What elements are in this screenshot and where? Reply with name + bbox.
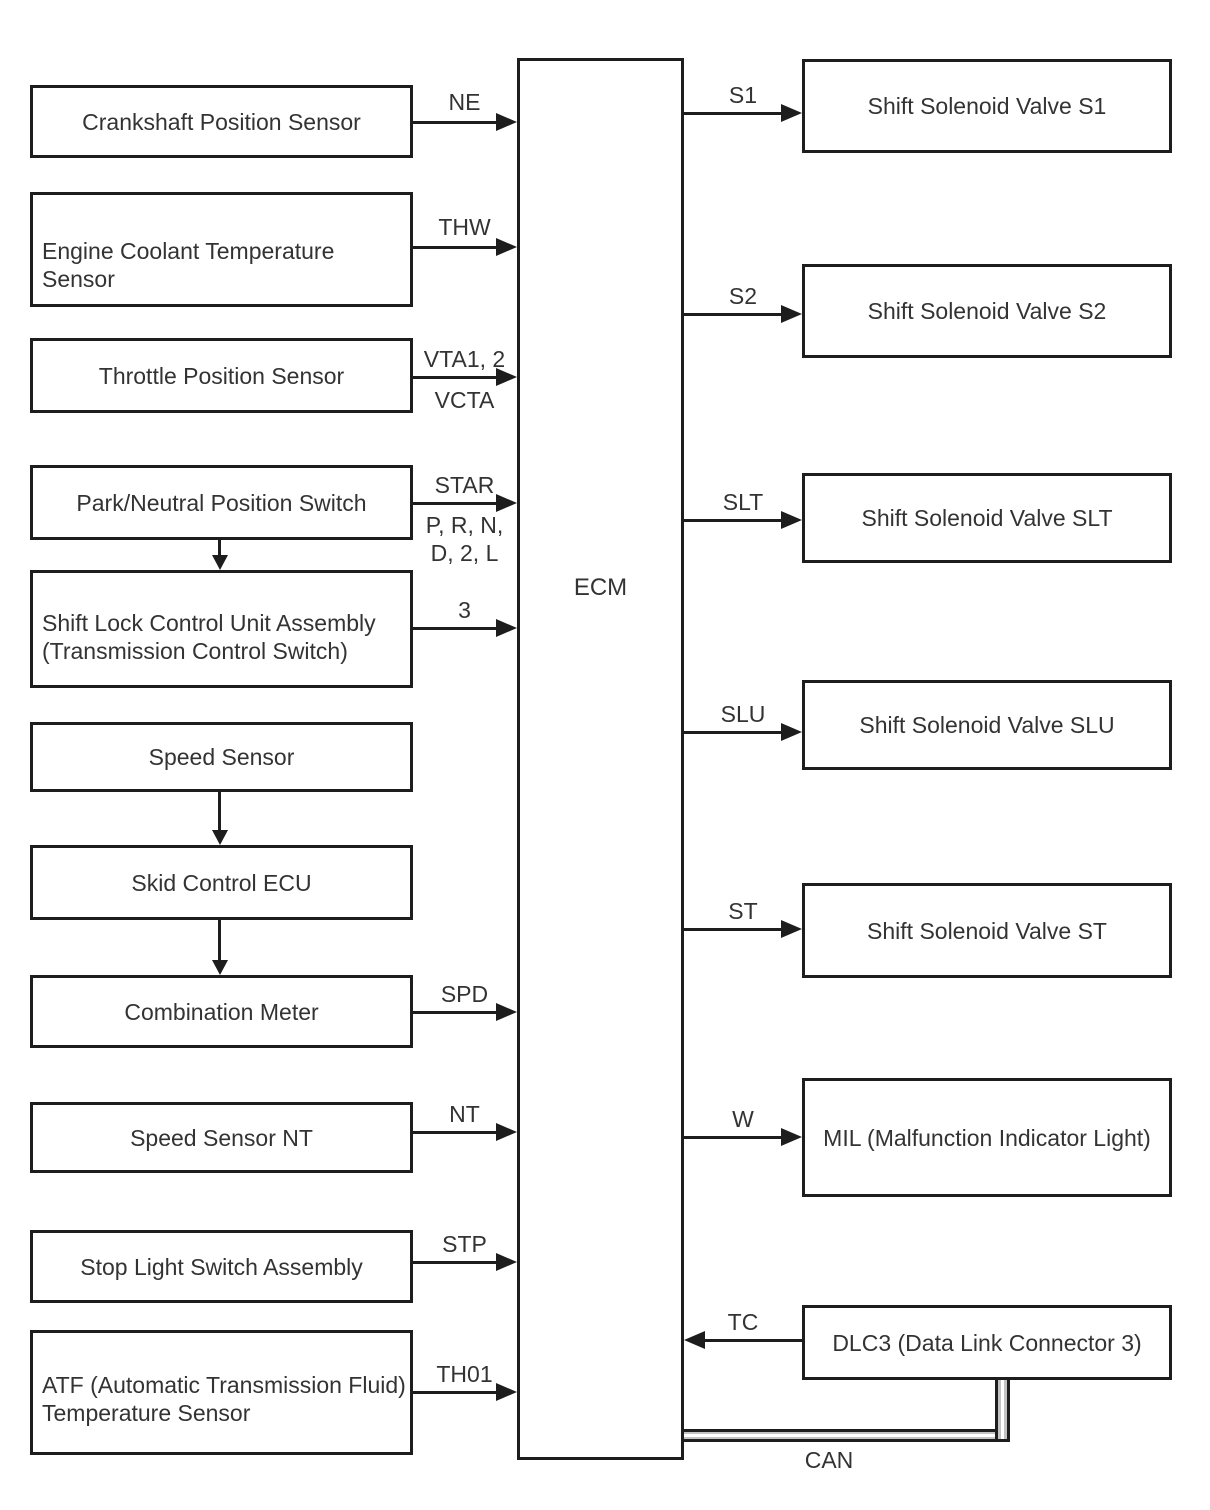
arrow-3-head <box>496 619 517 637</box>
node-label: Combination Meter <box>124 998 319 1025</box>
node-label: Throttle Position Sensor <box>98 362 345 389</box>
arrow-nt-line <box>412 1131 498 1134</box>
signal-label-star: STAR <box>434 472 495 498</box>
arrow-stp-head <box>496 1253 517 1271</box>
signal-label-s1: S1 <box>728 82 758 108</box>
arrow-vta-head <box>496 368 517 386</box>
flow-arrow-skid-to-meter-head <box>212 960 228 975</box>
signal-label-vta12: VTA1, 2 <box>423 346 506 372</box>
signal-label-stp: STP <box>442 1231 487 1257</box>
arrow-spd-head <box>496 1003 517 1021</box>
arrow-slu-head <box>781 723 802 741</box>
node-label: Shift Solenoid Valve S2 <box>867 298 1107 324</box>
node-ecm <box>517 58 684 1460</box>
node-dlc3-data-link-connector: DLC3 (Data Link Connector 3) <box>802 1305 1172 1380</box>
node-label: Speed Sensor <box>148 744 295 770</box>
node-label: Shift Lock Control Unit Assembly (Transm… <box>42 610 376 664</box>
node-label: Stop Light Switch Assembly <box>80 1253 363 1280</box>
signal-label-3: 3 <box>458 597 471 623</box>
arrow-w-head <box>781 1128 802 1146</box>
flow-arrow-speed-to-skid-line <box>218 792 221 831</box>
arrow-star-head <box>496 494 517 512</box>
arrow-s1-head <box>781 104 802 122</box>
signal-label-tc: TC <box>727 1309 759 1335</box>
node-skid-control-ecu: Skid Control ECU <box>30 845 413 920</box>
arrow-nt-head <box>496 1123 517 1141</box>
node-label: Shift Solenoid Valve SLT <box>861 505 1113 531</box>
flow-arrow-pnp-to-shiftlock-head <box>212 555 228 570</box>
node-label: Engine Coolant Temperature Sensor <box>42 238 335 292</box>
node-stop-light-switch-assembly: Stop Light Switch Assembly <box>30 1230 413 1303</box>
can-bus-corner <box>995 1439 1010 1442</box>
node-label: MIL (Malfunction Indicator Light) <box>823 1124 1151 1151</box>
arrow-th01-line <box>412 1391 498 1394</box>
node-shift-solenoid-valve-s2: Shift Solenoid Valve S2 <box>802 264 1172 358</box>
can-bus-horizontal <box>684 1429 1010 1442</box>
arrow-3-line <box>412 627 498 630</box>
signal-label-st: ST <box>728 898 758 924</box>
node-speed-sensor: Speed Sensor <box>30 722 413 792</box>
arrow-thw-line <box>412 246 498 249</box>
node-shift-solenoid-valve-st: Shift Solenoid Valve ST <box>802 883 1172 978</box>
arrow-s1-line <box>684 112 782 115</box>
flow-arrow-pnp-to-shiftlock-line <box>218 540 221 556</box>
arrow-st-head <box>781 920 802 938</box>
signal-label-prndl: P, R, N, D, 2, L <box>425 512 504 566</box>
arrow-s2-head <box>781 305 802 323</box>
node-label: Skid Control ECU <box>131 869 312 896</box>
arrow-tc-head <box>684 1331 705 1349</box>
node-label: Crankshaft Position Sensor <box>82 108 361 135</box>
node-throttle-position-sensor: Throttle Position Sensor <box>30 338 413 413</box>
arrow-vta-line <box>412 376 498 379</box>
arrow-spd-line <box>412 1011 498 1014</box>
arrow-ne-head <box>496 113 517 131</box>
signal-label-vcta: VCTA <box>434 387 495 413</box>
arrow-st-line <box>684 928 782 931</box>
node-label: Shift Solenoid Valve S1 <box>867 93 1107 119</box>
can-bus-vertical <box>995 1380 1010 1442</box>
signal-label-slt: SLT <box>722 489 764 515</box>
arrow-ne-line <box>412 121 498 124</box>
node-shift-solenoid-valve-s1: Shift Solenoid Valve S1 <box>802 59 1172 153</box>
node-engine-coolant-temperature-sensor: Engine Coolant Temperature Sensor <box>30 192 413 307</box>
node-mil-malfunction-indicator-light: MIL (Malfunction Indicator Light) <box>802 1078 1172 1197</box>
node-label: ATF (Automatic Transmission Fluid) Tempe… <box>42 1372 406 1426</box>
arrow-thw-head <box>496 238 517 256</box>
arrow-th01-head <box>496 1383 517 1401</box>
flow-arrow-skid-to-meter-line <box>218 920 221 961</box>
node-crankshaft-position-sensor: Crankshaft Position Sensor <box>30 85 413 158</box>
signal-label-ne: NE <box>448 89 481 115</box>
signal-label-spd: SPD <box>440 981 489 1007</box>
node-label: DLC3 (Data Link Connector 3) <box>832 1329 1142 1356</box>
node-label: Park/Neutral Position Switch <box>76 489 367 516</box>
arrow-slt-head <box>781 511 802 529</box>
node-shift-lock-control-unit-assembly: Shift Lock Control Unit Assembly (Transm… <box>30 570 413 688</box>
signal-label-nt: NT <box>449 1101 480 1127</box>
node-label: Shift Solenoid Valve SLU <box>859 712 1115 738</box>
signal-label-slu: SLU <box>720 701 766 727</box>
arrow-w-line <box>684 1136 782 1139</box>
node-speed-sensor-nt: Speed Sensor NT <box>30 1102 413 1173</box>
flow-arrow-speed-to-skid-head <box>212 830 228 845</box>
arrow-stp-line <box>412 1261 498 1264</box>
node-shift-solenoid-valve-slu: Shift Solenoid Valve SLU <box>802 680 1172 770</box>
arrow-star-line <box>412 502 498 505</box>
node-shift-solenoid-valve-slt: Shift Solenoid Valve SLT <box>802 473 1172 563</box>
arrow-slt-line <box>684 519 782 522</box>
node-park-neutral-position-switch: Park/Neutral Position Switch <box>30 465 413 540</box>
arrow-s2-line <box>684 313 782 316</box>
node-atf-temperature-sensor: ATF (Automatic Transmission Fluid) Tempe… <box>30 1330 413 1455</box>
node-label: Shift Solenoid Valve ST <box>867 917 1107 944</box>
signal-label-s2: S2 <box>728 283 758 309</box>
can-bus-label: CAN <box>804 1447 854 1473</box>
signal-label-th01: TH01 <box>436 1361 493 1387</box>
node-label: Speed Sensor NT <box>130 1124 313 1151</box>
node-combination-meter: Combination Meter <box>30 975 413 1048</box>
arrow-slu-line <box>684 731 782 734</box>
arrow-tc-line <box>705 1339 802 1342</box>
ecm-label: ECM <box>573 574 628 601</box>
signal-label-w: W <box>732 1106 754 1132</box>
signal-label-thw: THW <box>438 214 491 240</box>
